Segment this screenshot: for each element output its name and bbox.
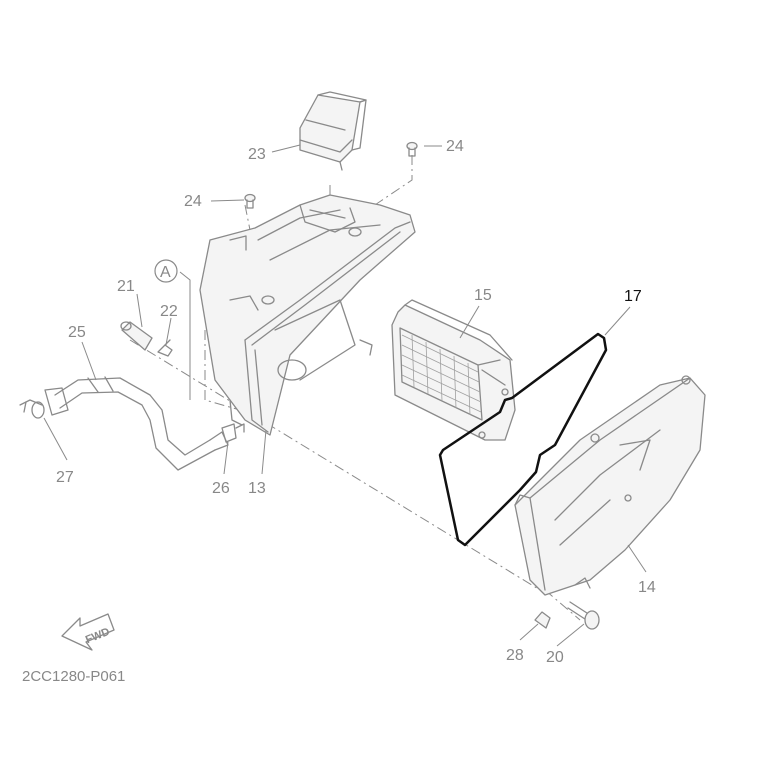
reference-marker-a: A <box>154 259 178 283</box>
part-label-24-left: 24 <box>184 193 202 210</box>
part-label-15: 15 <box>474 287 492 304</box>
part-23-intake-duct[interactable] <box>299 91 367 171</box>
part-27-clamp[interactable] <box>19 399 45 419</box>
leader-lines <box>43 144 647 647</box>
part-26-hose-clamp[interactable] <box>221 423 245 443</box>
part-24-bolt-right[interactable] <box>406 141 418 157</box>
part-label-13: 13 <box>248 480 266 497</box>
part-label-22: 20 <box>546 649 564 666</box>
part-label-23: 23 <box>248 146 266 163</box>
part-label-25: 25 <box>68 324 86 341</box>
svg-text:A: A <box>160 264 171 281</box>
part-label-24-right: 24 <box>446 138 464 155</box>
callout-labels: 23 24 24 21 22 25 27 26 13 15 17 14 28 2… <box>56 138 656 666</box>
part-label-21: 22 <box>160 303 178 320</box>
part-17-gasket[interactable] <box>438 332 608 547</box>
part-label-27: 27 <box>56 469 74 486</box>
part-28-nut[interactable] <box>534 611 551 629</box>
part-label-17: 17 <box>624 288 642 305</box>
part-label-14: 14 <box>638 579 656 596</box>
part-15-filter-element[interactable] <box>391 299 516 441</box>
part-21-clip[interactable] <box>157 339 173 357</box>
fwd-arrow-icon: FWD <box>61 613 115 651</box>
part-24-bolt-left[interactable] <box>244 193 256 209</box>
part-22-screw[interactable] <box>567 601 600 630</box>
part-label-26: 26 <box>212 480 230 497</box>
part-14-cover[interactable] <box>514 375 706 596</box>
diagram-code: 2CC1280-P061 <box>22 668 125 685</box>
part-label-20: 21 <box>117 278 135 295</box>
part-25-breather-hose[interactable] <box>44 376 229 471</box>
part-13-air-filter-case[interactable] <box>199 194 416 436</box>
filter-mesh-hatch <box>401 334 482 416</box>
part-20-plug[interactable] <box>120 321 153 351</box>
part-label-28: 28 <box>506 647 524 664</box>
